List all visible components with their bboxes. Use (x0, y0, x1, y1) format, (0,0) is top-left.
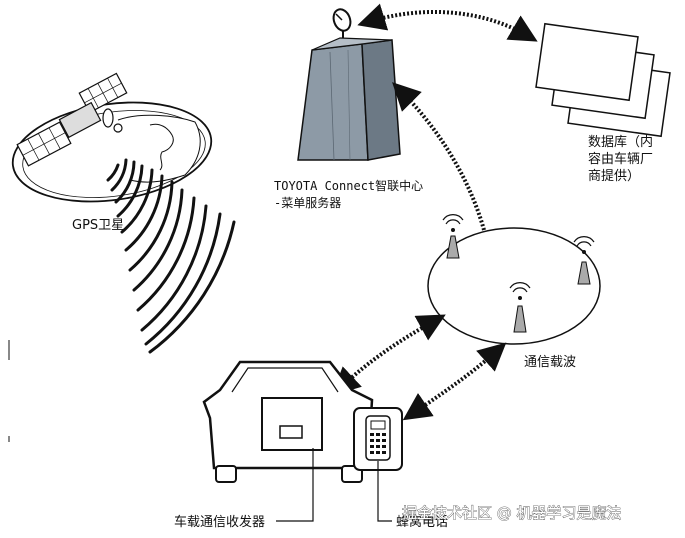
database-page-front (535, 22, 639, 102)
database-label-line2: 容由车辆厂 (588, 151, 653, 167)
cell-phone-icon (353, 407, 403, 471)
satellite-antenna (113, 123, 123, 133)
database-label-line1: 数据库（内 (588, 134, 653, 150)
gps-signal-waves (106, 158, 236, 354)
gps-label: GPS卫星 (72, 218, 124, 233)
server-label-line1: TOYOTA Connect智联中心 (274, 178, 423, 193)
earth-continent (149, 123, 174, 171)
transceiver-icon (261, 397, 323, 451)
satellite-dish (102, 108, 114, 128)
car-wheel-left (215, 465, 237, 483)
satellite-icon (16, 72, 128, 167)
arrow-car-carrier (331, 314, 446, 396)
cell-tower-icon (442, 214, 464, 259)
transceiver-box (261, 397, 323, 451)
phone-leader (377, 461, 392, 522)
transceiver-label: 车载通信收发器 (174, 514, 265, 530)
phone-screen (370, 420, 386, 430)
carrier-network (427, 227, 601, 345)
server-dish-icon (332, 8, 352, 38)
arrow-carrier-server (392, 82, 486, 231)
connection-arrows (331, 3, 538, 421)
cell-tower-icon (509, 282, 531, 333)
arrow-phone-carrier (402, 342, 507, 421)
gps-satellite-group (11, 72, 213, 203)
earth-surface (117, 114, 201, 183)
arrow-server-database (357, 3, 538, 42)
database-label-line3: 商提供） (588, 168, 640, 184)
phone-label: 蜂窝电话 (396, 514, 448, 530)
menu-server-icon (297, 8, 401, 161)
car-window (231, 367, 339, 393)
server-label-line2: -菜单服务器 (274, 195, 341, 210)
satellite-body (58, 101, 102, 139)
database-icon (535, 22, 671, 138)
transceiver-leader (276, 448, 314, 522)
watermark: 掘金技术社区 @ 机器学习是魔法 (402, 504, 622, 522)
carrier-label: 通信载波 (524, 355, 576, 370)
server-side (361, 39, 401, 161)
transceiver-display (279, 425, 303, 439)
cell-tower-icon (573, 236, 595, 285)
leader-lines (276, 448, 392, 522)
